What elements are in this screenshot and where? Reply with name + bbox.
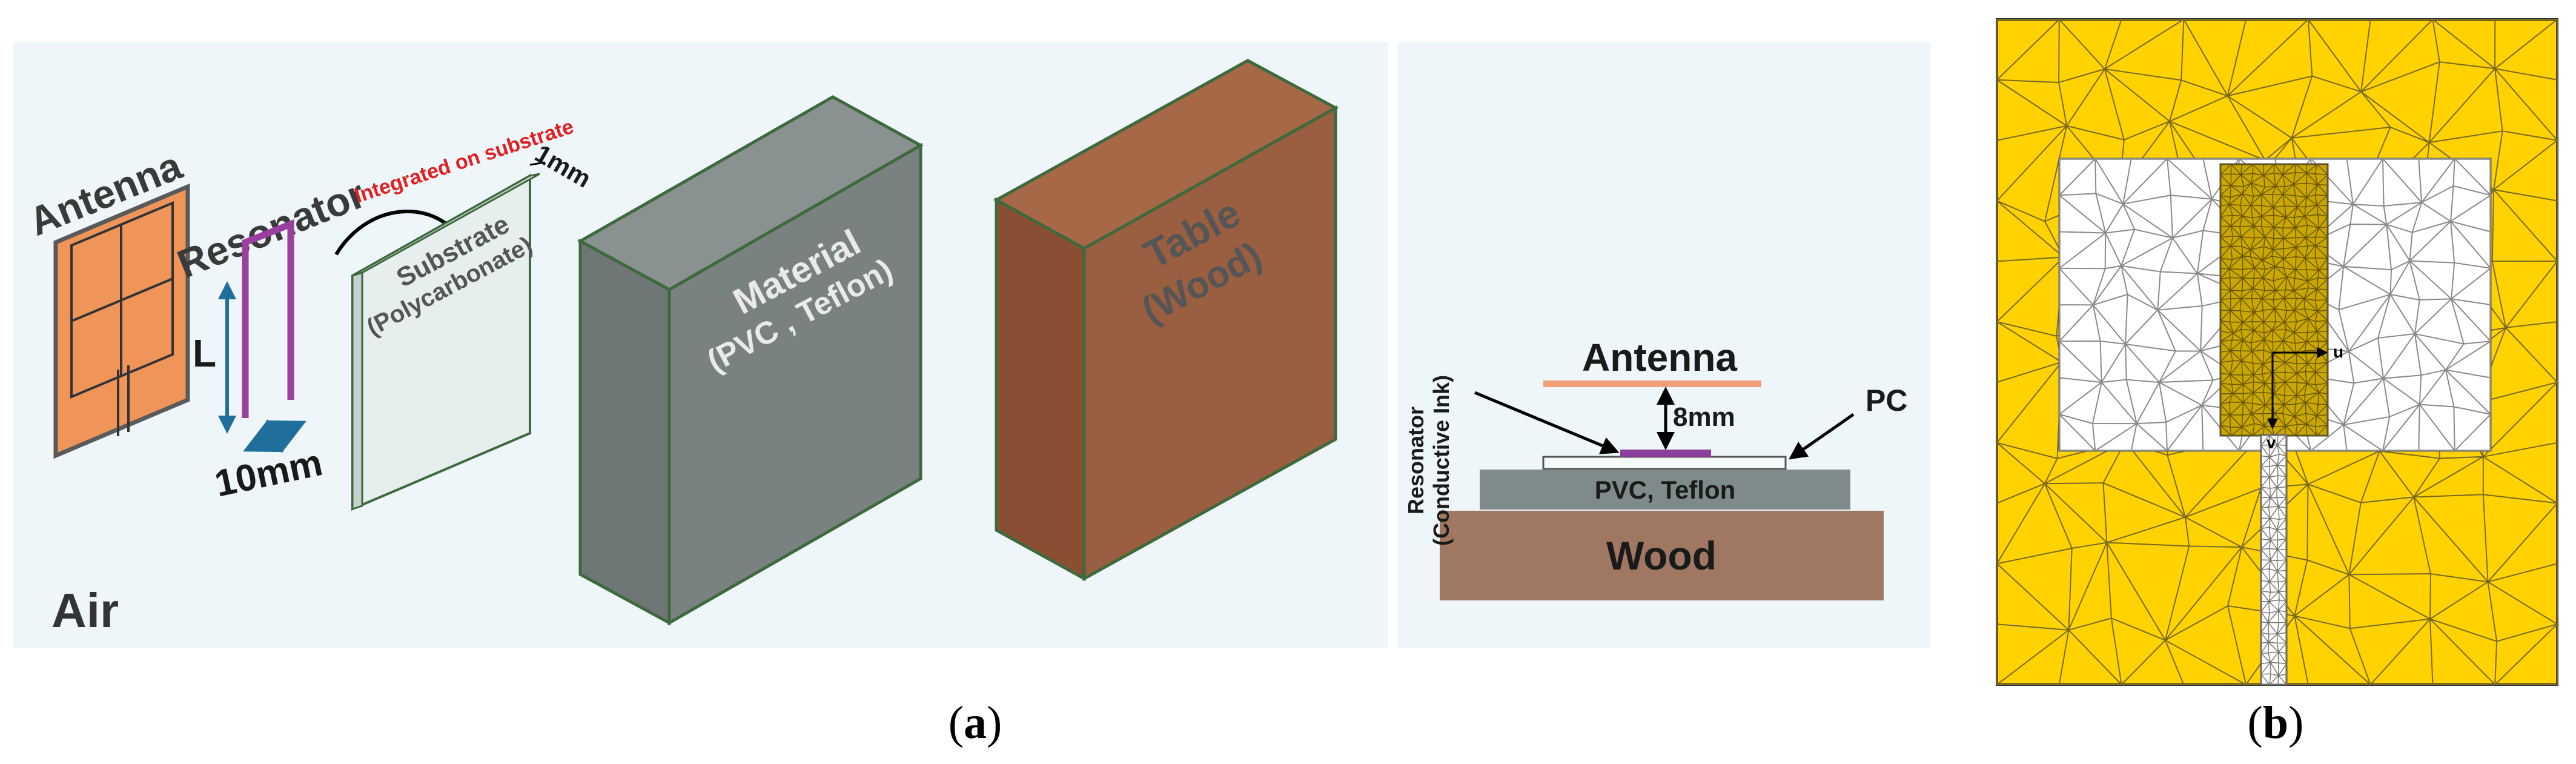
resonator-shape [242,219,294,418]
pc-label: PC [1866,384,1907,417]
axis-u-label: u [2333,342,2343,361]
substrate-slab [351,173,540,511]
material-block [577,95,924,626]
cross-section-substrate [1542,456,1787,470]
caption-b: (b) [2247,697,2304,748]
cross-section-antenna-label: Antenna [1582,336,1737,379]
axis-v-label: v [2266,433,2276,452]
caption-a: (a) [948,697,1002,748]
cross-section-resonator-label-line1: Resonator [1403,407,1428,514]
cross-section-antenna [1543,380,1761,387]
thickness-dimension [529,161,546,166]
patch-mesh-lines [2220,164,2328,436]
cross-section-resonator [1620,450,1711,457]
feed-mesh-lines [2260,434,2287,685]
cross-section-wood-label: Wood [1606,533,1717,578]
air-label: Air [51,583,119,637]
table-block [993,59,1339,582]
width-dimension-arrow [243,419,306,453]
cross-section-material-layer [1480,470,1850,510]
antenna-board [53,183,190,459]
cross-section-resonator-label-line2: (Conductive Ink) [1429,375,1454,546]
cross-section-material-label: PVC, Teflon [1595,476,1736,504]
gap-label: 8mm [1673,402,1735,432]
length-label: L [193,331,216,375]
resonator-pointer-arrow [1474,391,1620,454]
pc-pointer-arrow [1789,413,1855,460]
cross-section-wood-layer [1440,511,1884,600]
mesh-panel: u v [1996,18,2558,686]
